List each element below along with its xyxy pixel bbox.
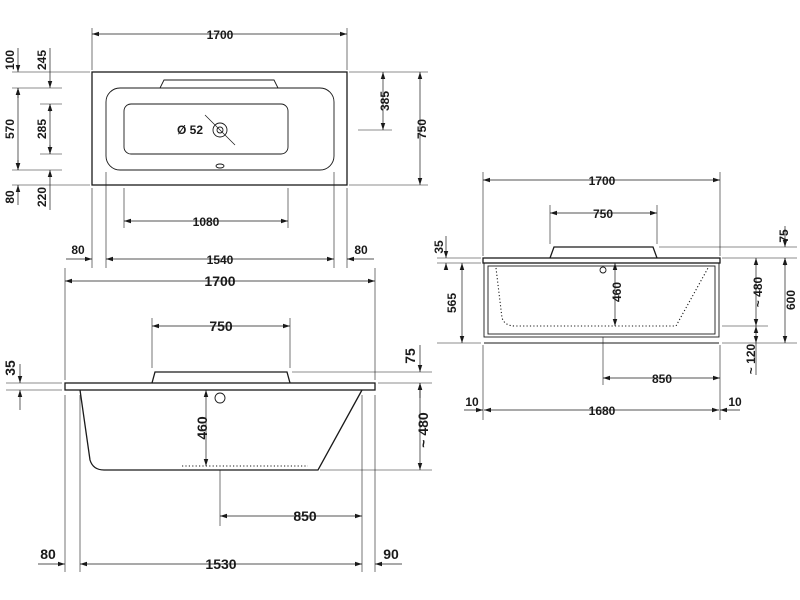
side-view-tub-hidden [495, 267, 709, 327]
dim-front-length: 1700 [204, 273, 235, 289]
dim-side-panel-length: 1680 [589, 404, 616, 418]
dim-front-foot-right: 90 [383, 546, 399, 562]
side-view-panel [483, 262, 720, 338]
dim-basin-depth: 570 [3, 119, 17, 139]
dim-front-rim-thickness: 35 [2, 360, 18, 376]
dim-rim-top-inner: 245 [35, 50, 49, 70]
dim-side-length: 1700 [589, 174, 616, 188]
top-view-basin [105, 87, 335, 171]
side-view-panel-inner [487, 265, 716, 335]
dim-rim-top: 100 [3, 50, 17, 70]
dim-basin-bottom-length: 1080 [193, 215, 220, 229]
dim-side-rim-thickness: 35 [432, 240, 446, 254]
front-view-rim [64, 382, 376, 391]
dim-rim-bottom-inner: 220 [35, 187, 49, 207]
top-view-outline [91, 71, 348, 186]
dim-basin-inner: 285 [35, 119, 49, 139]
side-view-backrest [549, 246, 658, 259]
dim-side-drain-offset: 850 [652, 372, 672, 386]
front-view-backrest [151, 371, 291, 384]
dim-rim-bottom: 80 [3, 190, 17, 204]
dim-side-inner-depth: 460 [610, 282, 624, 302]
dim-side-feet-height: ~ 120 [744, 343, 758, 374]
dim-side-backrest: 750 [593, 207, 613, 221]
dim-front-drain-offset: 850 [293, 508, 317, 524]
dim-front-inner-depth: 460 [194, 416, 210, 440]
dim-front-backrest-height: 75 [402, 348, 418, 364]
dim-side-backrest-height: 75 [777, 229, 791, 243]
dim-side-panel-right-inset: 10 [728, 395, 742, 409]
dim-top-width: 1700 [207, 28, 234, 42]
dim-rim-right: 80 [354, 243, 368, 257]
dim-front-backrest: 750 [209, 318, 233, 334]
front-view-tub-body [79, 389, 363, 471]
side-view: 1700 750 35 565 460 75 ~ 480 600 [432, 172, 798, 420]
top-view: 1700 100 245 570 285 80 220 [3, 28, 429, 268]
dim-drain-diameter: Ø 52 [177, 123, 203, 137]
overflow-icon [214, 392, 226, 404]
drain-icon [204, 114, 236, 146]
overflow-icon [215, 163, 225, 169]
dim-front-foot-left: 80 [40, 546, 56, 562]
dim-front-total-depth: ~ 480 [415, 412, 431, 448]
dim-side-total-height: 600 [784, 290, 798, 310]
overflow-icon [599, 266, 607, 274]
side-view-rim [482, 257, 721, 264]
dim-side-tub-depth: ~ 480 [751, 276, 765, 307]
dim-drain-offset: 385 [378, 91, 392, 111]
front-view: 1700 750 35 75 ~ 480 460 850 1530 [2, 268, 432, 572]
top-view-backrest [159, 79, 279, 89]
top-view-basin-bottom [123, 103, 289, 155]
dim-front-base-length: 1530 [205, 556, 236, 572]
dim-side-panel-left-inset: 10 [465, 395, 479, 409]
dim-top-depth: 750 [415, 119, 429, 139]
dim-basin-length: 1540 [207, 253, 234, 267]
dim-side-panel-height: 565 [445, 293, 459, 313]
dim-rim-left: 80 [71, 243, 85, 257]
